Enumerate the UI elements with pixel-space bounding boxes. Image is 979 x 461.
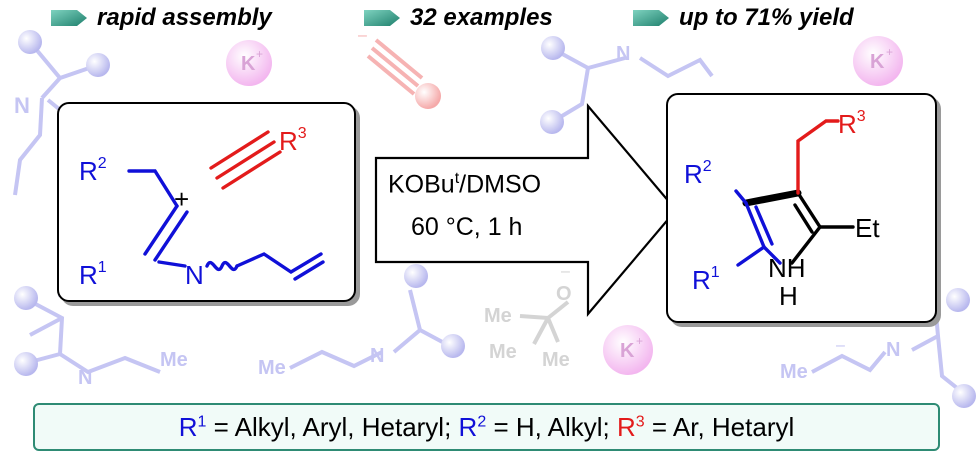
highlight-text: up to 71% yield [679,4,854,31]
faded-me-2: Me [489,341,517,363]
bond-c4-c5-inner [754,205,774,246]
faded-atom [441,334,465,358]
reactant-r1: R1 [79,259,107,290]
substituent-definitions: R1 = Alkyl, Aryl, Hetaryl; R2 = H, Alkyl… [33,403,940,451]
highlight-text: rapid assembly [97,4,272,31]
faded-atom [18,30,42,54]
tag-icon [51,10,87,26]
bond-c2-n [790,225,822,265]
potassium-charge-top-right: + [886,45,893,59]
bond-c3-c2-inner [793,203,814,234]
faded-me-bottom-center: Me [258,357,286,379]
highlight-text: 32 examples [410,4,553,31]
faded-atom [14,352,38,376]
faded-me-bottom-left: Me [160,349,188,371]
faded-atom [86,53,110,77]
bond-c3-c4-bold [742,189,802,207]
reaction-temperature-time: 60 °C, 1 h [411,213,523,241]
potassium-charge-top: + [256,47,263,61]
tag-icon [633,10,669,26]
reactants-structure: R2 + R3 R1 N [79,125,325,290]
faded-n-top-center: N [616,43,630,65]
faded-atom [952,384,976,408]
faded-atom [404,264,428,288]
potassium-charge-bottom: + [636,334,643,348]
faded-acetylide [366,38,424,96]
faded-n-bottom-center: N [370,345,384,367]
product-r3: R3 [838,108,866,139]
product-ethyl: Et [855,213,880,243]
potassium-label-top-right: K [870,51,885,73]
tag-icon [364,10,400,26]
footer-r2-definition: = H, Alkyl; [486,411,617,442]
footer-r1: R1 [178,411,207,442]
faded-me-3: Me [542,349,570,371]
reaction-arrow [374,102,678,318]
faded-acetylide-charge: – [358,27,367,44]
reactant-r2: R2 [79,155,107,186]
potassium-ion-bottom [603,325,653,375]
highlight-32-examples: 32 examples [362,4,553,32]
bond-c4-r2 [734,189,748,205]
faded-n-bottom-right: N [886,339,900,361]
faded-atom [946,288,970,312]
bond-wavy [205,260,239,272]
faded-azadiene-top-left [13,40,99,196]
highlight-rapid-assembly: rapid assembly [49,4,272,32]
footer-r2: R2 [458,411,487,442]
faded-n-bottom-left: N [78,367,92,389]
bond-triple [209,130,282,190]
imine-nitrogen: N [185,260,204,290]
reactants-box: R2 + R3 R1 N [57,102,356,302]
plus-sign: + [174,184,189,214]
reaction-reagent: KOBut/DMSO [388,170,542,199]
bond-c5-r1 [736,245,766,267]
bond-allyl-double [293,260,325,281]
faded-atom [14,286,38,310]
bond-c4-c5 [744,201,766,249]
product-box: R3 R2 Et R1 NH H [666,93,937,323]
footer-r1-definition: = Alkyl, Aryl, Hetaryl; [206,411,459,442]
pyrrole-h: H [779,281,798,311]
bond-c5-n [762,245,782,265]
highlight-yield: up to 71% yield [631,4,854,32]
footer-r3-definition: = Ar, Hetaryl [644,411,795,442]
bond-allyl [235,252,323,275]
faded-azadiene-bottom-left [27,298,161,375]
faded-o: O [556,283,572,305]
faded-n-top-left: N [14,93,30,118]
product-r2: R2 [684,158,712,189]
faded-me-bottom-right: Me [780,361,808,383]
bond-imine-double [143,204,189,262]
product-r1: R1 [692,264,720,295]
faded-me-1: Me [484,305,512,327]
pyrrole-nh: NH [768,253,806,283]
faded-atom [541,36,565,60]
bond-c-n [157,260,187,268]
reactant-r3: R3 [279,125,307,156]
potassium-ion-top [226,40,272,86]
potassium-label-top: K [241,53,256,75]
bond-r2-ch2 [127,169,179,208]
faded-atom-red [415,83,441,109]
bond-benzyl [796,119,840,195]
footer-r3: R3 [617,411,645,442]
potassium-label-bottom: K [620,340,635,362]
faded-atom [540,110,564,134]
potassium-ion-top-right [853,36,903,86]
faded-o-charge: – [561,263,570,280]
bond-c3-c2 [796,191,822,229]
faded-tert-butoxide [519,300,570,345]
product-structure: R3 R2 Et R1 NH H [684,108,880,311]
faded-charge-bottom-right: – [836,337,845,354]
